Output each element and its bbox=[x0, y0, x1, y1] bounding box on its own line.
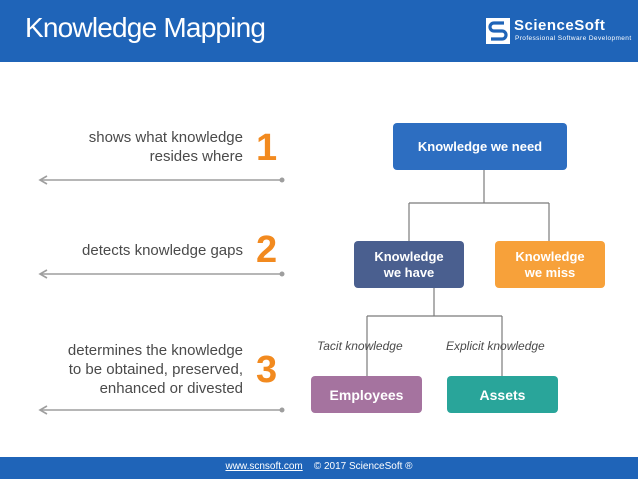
row-2-arrow bbox=[38, 269, 285, 279]
node-employees: Employees bbox=[311, 376, 422, 413]
page-title: Knowledge Mapping bbox=[25, 12, 266, 43]
footer-text: www.scnsoft.com © 2017 ScienceSoft ® bbox=[0, 461, 638, 472]
row-1-number: 1 bbox=[256, 127, 278, 169]
miss-line-2: we miss bbox=[524, 264, 576, 280]
row-3-desc-line-2: to be obtained, preserved, bbox=[68, 361, 243, 378]
logo-name: ScienceSoft bbox=[514, 17, 606, 34]
header-bar: Knowledge Mapping ScienceSoft Profession… bbox=[0, 0, 638, 62]
scienceSoft-logo[interactable]: ScienceSoft Professional Software Develo… bbox=[486, 17, 631, 46]
copyright-text: © 2017 ScienceSoft ® bbox=[313, 461, 413, 472]
row-3-arrow bbox=[38, 405, 285, 415]
footer-bar: www.scnsoft.com © 2017 ScienceSoft ® bbox=[0, 457, 638, 479]
tacit-knowledge-label: Tacit knowledge bbox=[317, 339, 403, 353]
have-line-2: we have bbox=[383, 264, 435, 280]
logo-tagline: Professional Software Development bbox=[515, 35, 632, 42]
node-knowledge-we-miss: Knowledge we miss bbox=[495, 241, 605, 288]
have-line-1: Knowledge bbox=[374, 248, 444, 264]
website-link[interactable]: www.scnsoft.com bbox=[225, 461, 303, 472]
miss-line-1: Knowledge bbox=[515, 248, 585, 264]
row-1-arrow bbox=[38, 175, 285, 185]
row-3-description: determines the knowledge to be obtained,… bbox=[68, 341, 243, 398]
row-1-desc-line-1: shows what knowledge bbox=[88, 129, 243, 146]
node-knowledge-we-have: Knowledge we have bbox=[354, 241, 464, 288]
row-2-description: detects knowledge gaps bbox=[82, 241, 243, 260]
row-1-desc-line-2: resides where bbox=[149, 148, 243, 165]
logo-s-icon bbox=[486, 18, 510, 44]
explicit-knowledge-label: Explicit knowledge bbox=[446, 339, 545, 353]
node-assets: Assets bbox=[447, 376, 558, 413]
node-knowledge-we-need: Knowledge we need bbox=[393, 123, 567, 170]
row-1-description: shows what knowledge resides where bbox=[89, 128, 243, 166]
row-3-desc-line-1: determines the knowledge bbox=[67, 342, 243, 359]
row-3-number: 3 bbox=[256, 349, 278, 391]
row-2-desc-line-1: detects knowledge gaps bbox=[82, 242, 243, 259]
row-2-number: 2 bbox=[256, 229, 278, 271]
row-3-desc-line-3: enhanced or divested bbox=[99, 380, 243, 397]
